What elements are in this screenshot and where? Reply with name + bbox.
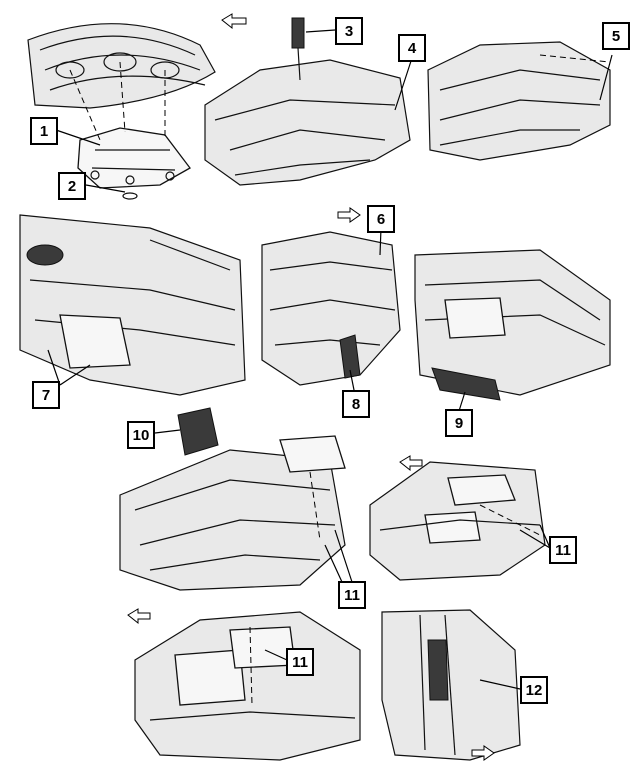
rear-floor-panel: [119, 407, 346, 591]
dash-panel-right: [427, 41, 611, 161]
callout-3: 3: [335, 17, 363, 45]
callout-8: 8: [342, 390, 370, 418]
front-direction-arrow-icon: [221, 13, 247, 30]
front-direction-arrow-icon: [337, 207, 361, 223]
front-structure-panel: [19, 214, 246, 396]
front-direction-arrow-icon: [399, 455, 423, 472]
floor-pan-front-panel: [414, 249, 611, 401]
callout-5: 5: [602, 22, 630, 50]
callout-7: 7: [32, 381, 60, 409]
hood-panel: [27, 23, 216, 200]
leader-lines: [47, 29, 613, 690]
callout-2: 2: [58, 172, 86, 200]
callout-9: 9: [445, 409, 473, 437]
callout-11: 11: [338, 581, 366, 609]
front-direction-arrow-icon: [471, 745, 495, 761]
callout-12: 12: [520, 676, 548, 704]
callout-6: 6: [367, 205, 395, 233]
rear-floor-right-panel: [369, 461, 546, 581]
callout-11: 11: [286, 648, 314, 676]
dash-silencer-panel: [204, 17, 411, 186]
rear-quarter-panel: [381, 609, 521, 761]
callout-10: 10: [127, 421, 155, 449]
callout-4: 4: [398, 34, 426, 62]
cargo-floor-panel: [134, 611, 361, 761]
cowl-side-panel: [261, 231, 401, 386]
front-direction-arrow-icon: [127, 608, 151, 625]
callout-1: 1: [30, 117, 58, 145]
callout-11: 11: [549, 536, 577, 564]
